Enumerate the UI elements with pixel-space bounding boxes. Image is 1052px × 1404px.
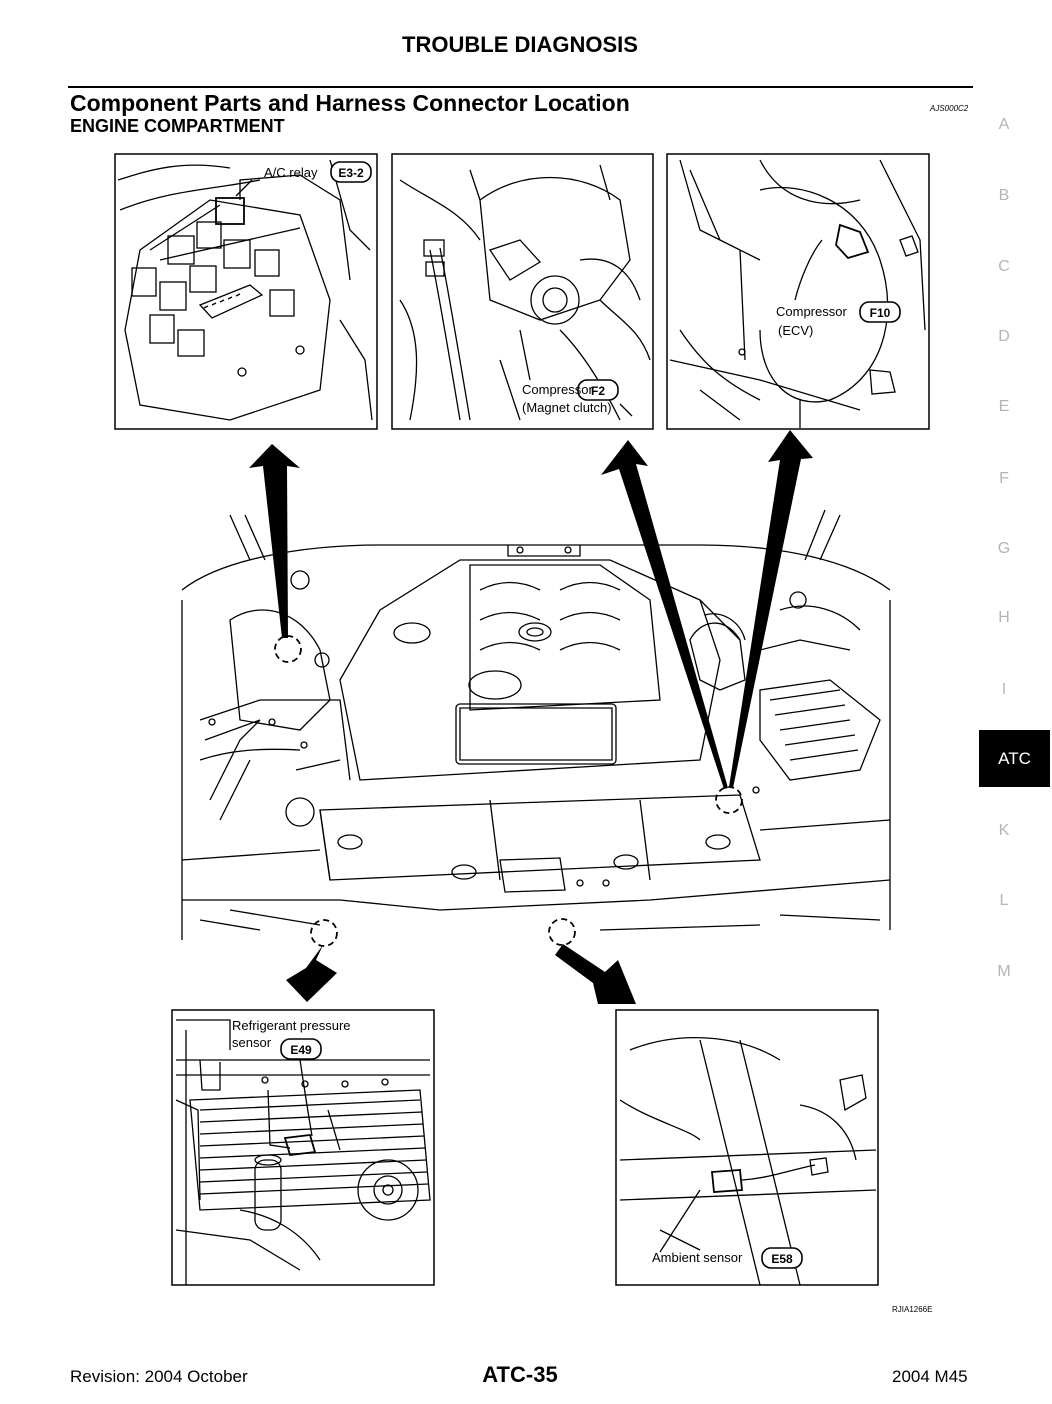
- compressor-magnet-label: Compressor: [522, 382, 593, 397]
- ac-relay-panel: A/C relay E3-2: [114, 153, 378, 430]
- compressor-ecv-sublabel: (ECV): [778, 323, 813, 338]
- index-letter-k[interactable]: K: [998, 822, 1010, 839]
- compressor-magnet-sublabel: (Magnet clutch): [522, 400, 612, 415]
- ac-relay-label: A/C relay: [264, 165, 318, 180]
- model-text: 2004 M45: [892, 1367, 968, 1386]
- page-title: TROUBLE DIAGNOSIS: [402, 32, 638, 57]
- index-letter-h[interactable]: H: [998, 609, 1010, 626]
- ambient-sensor-panel: Ambient sensor E58: [615, 1009, 879, 1286]
- arrow-to-ac-relay: [249, 444, 300, 638]
- compressor-ecv-panel: Compressor (ECV) F10: [666, 153, 930, 430]
- pointer-arrows: [249, 430, 813, 1004]
- figure-code: RJIA1266E: [892, 1305, 933, 1314]
- location-markers: [274, 635, 743, 947]
- index-letter-m[interactable]: M: [997, 963, 1011, 980]
- page-number: ATC-35: [482, 1362, 558, 1387]
- ac-relay-connector-id: E3-2: [338, 166, 364, 180]
- index-letter-f[interactable]: F: [999, 470, 1009, 487]
- refrigerant-pressure-sensor-panel: Refrigerant pressure sensor E49: [171, 1009, 435, 1286]
- refrigerant-sensor-connector-id: E49: [290, 1043, 312, 1057]
- arrow-to-ambient-sensor: [555, 944, 636, 1004]
- ambient-sensor-connector-id: E58: [771, 1252, 793, 1266]
- subsection-title: ENGINE COMPARTMENT: [70, 116, 285, 136]
- engine-overview-drawing: [181, 509, 891, 940]
- ambient-sensor-label: Ambient sensor: [652, 1250, 743, 1265]
- title-divider: [68, 86, 973, 88]
- index-letter-i[interactable]: I: [1001, 681, 1007, 698]
- compressor-ecv-connector-id: F10: [870, 306, 891, 320]
- section-title: Component Parts and Harness Connector Lo…: [70, 90, 630, 116]
- refrigerant-sensor-label: Refrigerant pressure: [232, 1018, 351, 1033]
- reference-code: AJS000C2: [930, 104, 969, 113]
- index-letter-d[interactable]: D: [998, 328, 1010, 345]
- index-letter-e[interactable]: E: [998, 398, 1010, 415]
- compressor-ecv-label: Compressor: [776, 304, 847, 319]
- index-letter-b[interactable]: B: [998, 187, 1010, 204]
- index-letter-g[interactable]: G: [997, 540, 1011, 557]
- revision-text: Revision: 2004 October: [70, 1367, 248, 1386]
- index-letter-l[interactable]: L: [999, 892, 1009, 909]
- index-letter-a[interactable]: A: [998, 116, 1010, 133]
- arrow-to-compressor-ecv: [729, 430, 813, 788]
- arrow-to-refrigerant-sensor: [286, 945, 337, 1002]
- index-letter-c[interactable]: C: [998, 258, 1010, 275]
- atc-section-tab[interactable]: ATC: [979, 730, 1050, 787]
- compressor-magnet-clutch-panel: Compressor (Magnet clutch) F2: [391, 153, 654, 430]
- refrigerant-sensor-sublabel: sensor: [232, 1035, 272, 1050]
- arrow-to-compressor-magnet: [601, 440, 728, 789]
- compressor-magnet-connector-id: F2: [591, 384, 605, 398]
